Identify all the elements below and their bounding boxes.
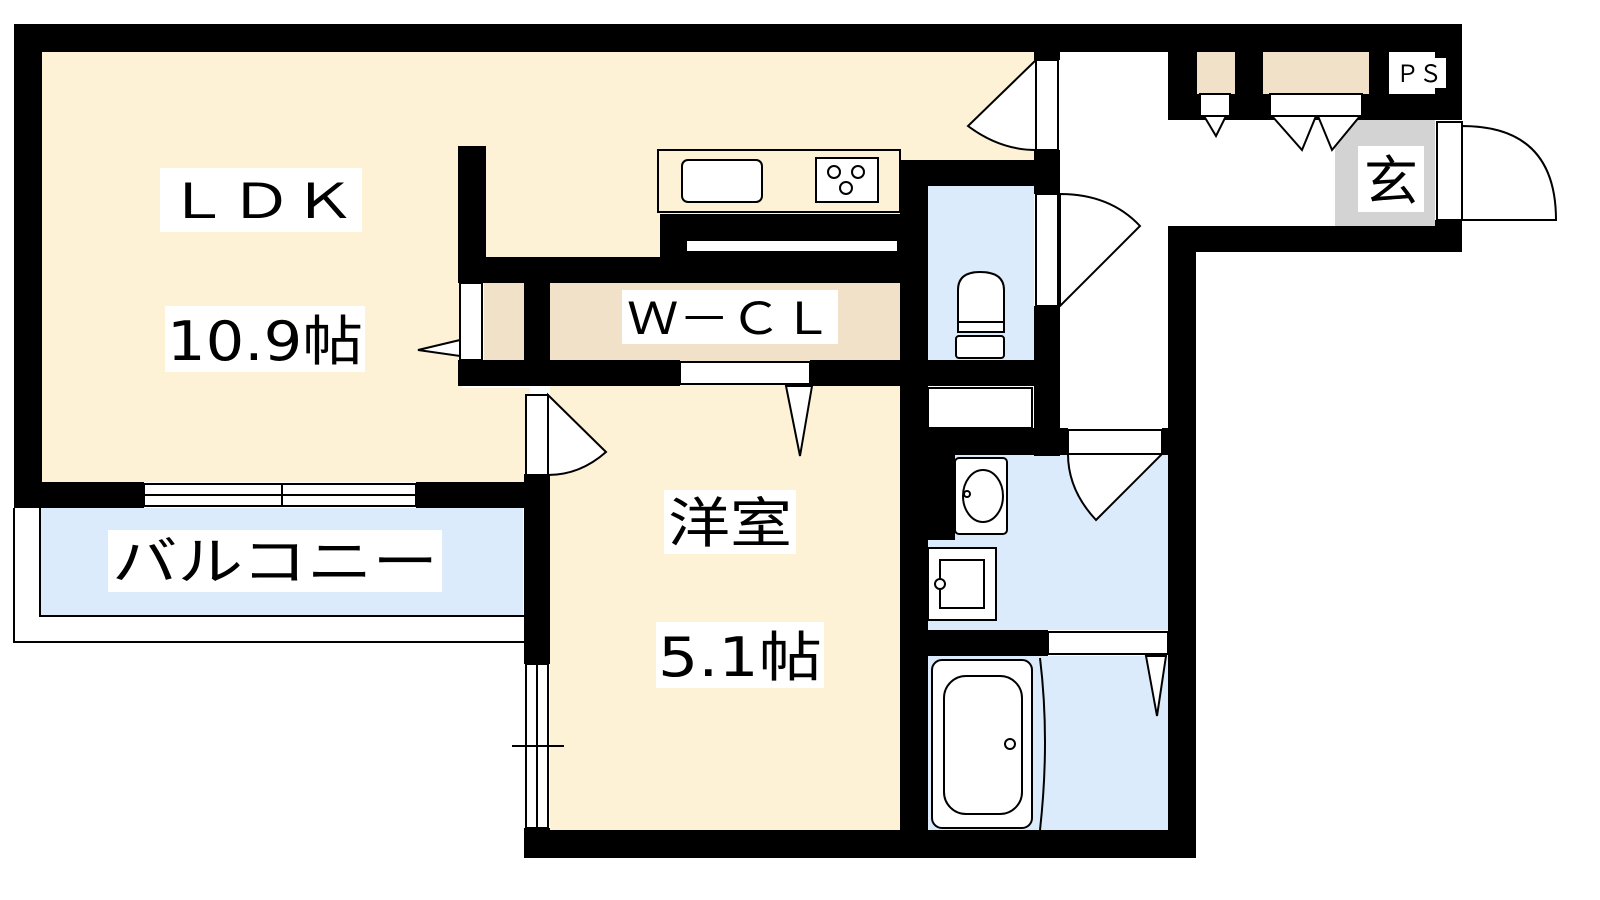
ldk-door-frame xyxy=(1035,59,1059,151)
wall-right-lower xyxy=(1168,226,1196,858)
wall-left xyxy=(14,24,42,508)
wash-door-swing[interactable] xyxy=(1066,453,1165,522)
balcony-inner-rail xyxy=(39,508,524,617)
shoe-cabinet-a-swing[interactable] xyxy=(1202,115,1228,139)
closet-sliding-swing[interactable] xyxy=(784,385,814,457)
shoe-cabinet-b xyxy=(1263,52,1369,94)
wall-right-top-b xyxy=(1435,220,1462,252)
kitchen-stove xyxy=(815,157,879,203)
balcony-name: バルコニー xyxy=(112,533,438,593)
labels: ＬＤＫ 10.9帖 Ｗ－ＣＬ 洋室 5.1帖 バルコニー 玄 ＰＳ xyxy=(108,58,1446,689)
western-door-swing[interactable] xyxy=(547,392,608,477)
closet-door-frame xyxy=(459,282,483,361)
shoe-cabinet-b-swing-l[interactable] xyxy=(1269,115,1318,152)
walls xyxy=(14,24,1462,858)
stove-burner-3 xyxy=(839,181,853,195)
ldk-name: ＬＤＫ xyxy=(166,174,356,230)
bathtub-drain xyxy=(1004,738,1016,750)
bathtub-inner xyxy=(943,675,1023,815)
shoe-cabinet-b-swing-r[interactable] xyxy=(1316,115,1363,152)
wash-basin-drain xyxy=(963,490,971,498)
wall-ldk-closet-bottom xyxy=(458,360,530,386)
western-name: 洋室 xyxy=(668,492,792,555)
shoe-cabinet-b-door xyxy=(1269,93,1363,117)
wall-entrance-bottom xyxy=(1168,226,1462,252)
shoe-cabinet-a xyxy=(1197,52,1235,94)
closet-floor-left xyxy=(484,283,524,361)
bath-door-swing[interactable] xyxy=(1144,655,1168,717)
stove-burner-1 xyxy=(827,165,841,179)
western-door-frame xyxy=(525,394,549,476)
entrance-name: 玄 xyxy=(1364,150,1418,213)
wall-bottom xyxy=(524,830,1196,858)
toilet-door-swing[interactable] xyxy=(1059,192,1142,309)
ldk-door-swing[interactable] xyxy=(966,57,1037,152)
wall-wash-top-b xyxy=(1162,428,1196,455)
wall-ps-bottom xyxy=(1389,94,1449,120)
wall-shoe-divider-b xyxy=(1369,52,1389,120)
western-size: 5.1帖 xyxy=(658,626,822,689)
closet-label-bg xyxy=(622,290,838,344)
balcony-rail xyxy=(13,508,524,643)
balcony-label-bg xyxy=(108,530,442,592)
closet-door-swing[interactable] xyxy=(417,338,461,358)
wall-western-left-a xyxy=(524,474,550,664)
wall-western-right xyxy=(900,160,928,858)
wall-top xyxy=(14,24,1462,52)
toilet-bowl xyxy=(957,270,1005,333)
wall-toilet-right xyxy=(1034,52,1060,60)
western-room-floor xyxy=(550,385,900,832)
western-size-bg xyxy=(656,622,824,688)
storage-shelf xyxy=(927,387,1033,429)
ldk-size: 10.9帖 xyxy=(167,310,363,373)
shower-curtain xyxy=(1039,657,1046,831)
ps-name: ＰＳ xyxy=(1396,60,1442,88)
wall-toilet-bottom xyxy=(900,360,1060,386)
fixtures xyxy=(657,149,1046,831)
stove-burner-2 xyxy=(851,165,865,179)
balcony-outline xyxy=(13,508,524,643)
ldk-label-bg xyxy=(160,168,362,232)
wash-door-frame xyxy=(1067,429,1163,455)
wall-toilet-right-b xyxy=(1034,150,1060,194)
windows xyxy=(143,483,564,829)
wall-closet-western-a xyxy=(524,360,680,386)
wall-balcony-top-a xyxy=(14,482,144,508)
wall-wash-top xyxy=(928,428,1068,455)
bath-door-frame xyxy=(1047,631,1169,655)
entrance-door-frame xyxy=(1436,121,1463,221)
wall-ldk-closet-h xyxy=(458,257,918,283)
ldk-size-bg xyxy=(165,306,365,372)
wash-basin-bowl xyxy=(962,469,1004,523)
kitchen-sink xyxy=(681,159,763,203)
wall-wash-left xyxy=(928,455,955,540)
wall-bath-top xyxy=(928,630,1048,656)
entrance-door-swing[interactable] xyxy=(1461,124,1558,221)
kitchen-shelf xyxy=(685,239,899,253)
closet-sliding-door xyxy=(679,361,811,385)
washing-machine-knob xyxy=(934,578,946,590)
wall-kitchen-back xyxy=(900,160,1060,186)
toilet-tank xyxy=(955,335,1005,359)
bathtub xyxy=(931,659,1033,829)
western-label-bg xyxy=(664,490,796,554)
doors xyxy=(417,57,1558,717)
shoe-cabinet-a-door xyxy=(1199,93,1231,117)
entrance-label-bg xyxy=(1358,146,1424,212)
wall-shoe-divider-a xyxy=(1235,52,1263,120)
toilet-door-frame xyxy=(1035,193,1059,307)
closet-name: Ｗ－ＣＬ xyxy=(627,294,833,345)
ps-label-bg xyxy=(1392,58,1446,88)
